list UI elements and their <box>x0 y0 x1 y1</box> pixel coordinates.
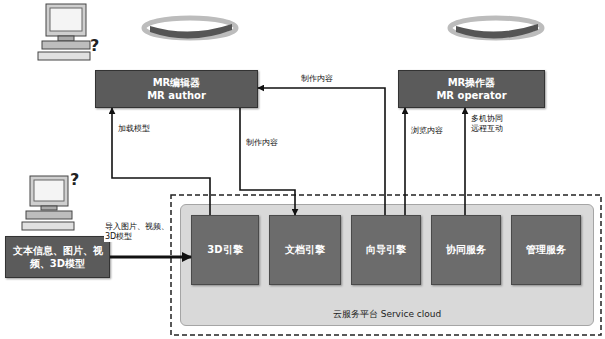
node-text: MR author <box>147 89 206 102</box>
node-text: 文档引擎 <box>285 243 325 257</box>
question-mark: ? <box>90 36 99 55</box>
node-text: 管理服务 <box>526 243 566 257</box>
connector-arrow <box>240 108 295 215</box>
edge-label: 制作内容 <box>245 138 279 148</box>
node-text: MR操作器 <box>448 76 496 89</box>
service-box: 3D引擎 <box>191 215 259 285</box>
service-box: 协同服务 <box>431 215 501 285</box>
node-text: 云服务平台 Service cloud <box>181 308 593 321</box>
source-box: 文本信息、图片、视频、3D模型 <box>5 236 110 278</box>
connector-arrow <box>112 108 210 215</box>
cloud-platform-band: 3D引擎 文档引擎 向导引擎 协同服务 管理服务云服务平台 Service cloud <box>180 204 594 326</box>
edge-label: 加载模型 <box>117 124 151 134</box>
edge-label: 多机协同 远程互动 <box>470 114 512 134</box>
edge-label: 导入图片、视频、3D模型 <box>104 222 170 242</box>
connector-arrow <box>404 108 406 215</box>
editor-box: MR编辑器MR author <box>95 70 258 108</box>
service-box: 文档引擎 <box>269 215 341 285</box>
dashed-boundary <box>171 195 601 335</box>
node-text: MR operator <box>436 89 506 102</box>
service-box: 管理服务 <box>511 215 581 285</box>
node-text: MR编辑器 <box>153 76 201 89</box>
node-text: 文本信息、图片、视频、3D模型 <box>6 244 109 270</box>
service-box: 向导引擎 <box>351 215 421 285</box>
computer-icon <box>38 4 90 60</box>
connector-arrow <box>258 88 385 215</box>
headset-icon <box>144 18 236 39</box>
node-text: 3D引擎 <box>207 243 242 257</box>
edge-label: 制作内容 <box>300 74 334 84</box>
question-mark: ? <box>70 170 79 189</box>
edge-label: 浏览内容 <box>410 126 444 136</box>
computer-icon <box>22 176 74 230</box>
node-text: 向导引擎 <box>366 243 406 257</box>
operator-box: MR操作器MR operator <box>398 70 545 108</box>
connector-arrow <box>110 256 191 259</box>
headset-icon <box>450 18 542 39</box>
node-text: 协同服务 <box>446 243 486 257</box>
connector-arrow <box>464 108 466 215</box>
